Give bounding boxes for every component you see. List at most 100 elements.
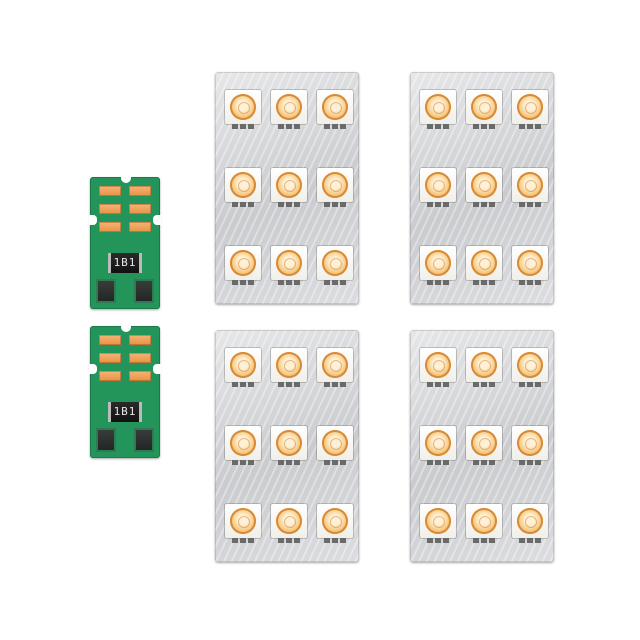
led-lead xyxy=(278,280,284,285)
smd-led xyxy=(317,90,353,129)
resistor-chip: 1B1 xyxy=(108,402,142,422)
led-lead xyxy=(294,202,300,207)
led-lead xyxy=(427,202,433,207)
led-lead xyxy=(519,202,525,207)
led-lead xyxy=(489,202,495,207)
led-lead xyxy=(240,382,246,387)
smd-led xyxy=(512,168,548,207)
led-lead xyxy=(443,280,449,285)
led-lead xyxy=(240,460,246,465)
led-lead xyxy=(340,124,346,129)
board-notch xyxy=(121,176,131,183)
led-lead xyxy=(248,538,254,543)
board-notch xyxy=(121,325,131,332)
led-lens xyxy=(425,94,451,120)
led-lead xyxy=(286,202,292,207)
smd-pad xyxy=(99,335,121,345)
smd-led xyxy=(271,90,307,129)
led-lens xyxy=(322,430,348,456)
led-lead xyxy=(443,460,449,465)
led-lead xyxy=(286,460,292,465)
led-lead xyxy=(519,280,525,285)
led-lens xyxy=(230,250,256,276)
led-lead xyxy=(324,460,330,465)
led-lens xyxy=(471,508,497,534)
led-lens xyxy=(276,94,302,120)
led-lead xyxy=(481,382,487,387)
led-lead xyxy=(527,538,533,543)
led-lead xyxy=(332,280,338,285)
led-lead xyxy=(324,382,330,387)
smd-led xyxy=(466,246,502,285)
led-lead xyxy=(294,280,300,285)
smd-pad xyxy=(129,222,151,232)
led-lead xyxy=(535,202,541,207)
led-lens xyxy=(517,352,543,378)
smd-led xyxy=(225,426,261,465)
led-lead xyxy=(519,460,525,465)
led-lead xyxy=(481,538,487,543)
led-lens xyxy=(276,250,302,276)
led-lead xyxy=(240,202,246,207)
smd-led xyxy=(271,426,307,465)
smd-led xyxy=(420,426,456,465)
led-lead xyxy=(443,124,449,129)
led-lead xyxy=(332,202,338,207)
led-lead xyxy=(332,538,338,543)
led-lead xyxy=(473,382,479,387)
solder-terminal xyxy=(96,279,116,303)
led-lead xyxy=(427,124,433,129)
led-lead xyxy=(294,382,300,387)
smd-led xyxy=(466,348,502,387)
led-lead xyxy=(286,124,292,129)
led-lead xyxy=(332,124,338,129)
smd-led xyxy=(317,426,353,465)
smd-led xyxy=(420,348,456,387)
led-lead xyxy=(248,460,254,465)
led-lead xyxy=(278,124,284,129)
led-lead xyxy=(519,538,525,543)
led-lead xyxy=(232,460,238,465)
led-lens xyxy=(230,430,256,456)
led-lead xyxy=(443,202,449,207)
led-lead xyxy=(527,382,533,387)
smd-led xyxy=(225,246,261,285)
led-lead xyxy=(278,202,284,207)
led-lead xyxy=(489,460,495,465)
smd-led xyxy=(271,168,307,207)
led-lead xyxy=(481,124,487,129)
led-lens xyxy=(276,172,302,198)
led-lens xyxy=(322,508,348,534)
smd-led xyxy=(466,426,502,465)
led-lead xyxy=(435,460,441,465)
led-lead xyxy=(332,460,338,465)
led-lens xyxy=(322,250,348,276)
resistor-module-1: 1B1 xyxy=(89,176,161,309)
led-lead xyxy=(535,538,541,543)
led-lens xyxy=(425,172,451,198)
led-lead xyxy=(489,124,495,129)
led-lead xyxy=(535,460,541,465)
board-notch xyxy=(153,364,161,374)
led-lead xyxy=(473,124,479,129)
led-lead xyxy=(443,382,449,387)
led-lead xyxy=(481,280,487,285)
led-lead xyxy=(332,382,338,387)
smd-led xyxy=(512,426,548,465)
led-lead xyxy=(435,280,441,285)
solder-terminal xyxy=(134,279,154,303)
smd-led xyxy=(317,246,353,285)
resistor-chip: 1B1 xyxy=(108,253,142,273)
smd-led xyxy=(317,504,353,543)
smd-pad xyxy=(99,222,121,232)
led-lead xyxy=(240,538,246,543)
smd-led xyxy=(420,504,456,543)
led-lens xyxy=(517,94,543,120)
led-lens xyxy=(425,250,451,276)
led-lens xyxy=(517,430,543,456)
led-lead xyxy=(535,124,541,129)
led-panel-1 xyxy=(215,72,359,304)
smd-pad xyxy=(99,186,121,196)
led-lead xyxy=(278,460,284,465)
